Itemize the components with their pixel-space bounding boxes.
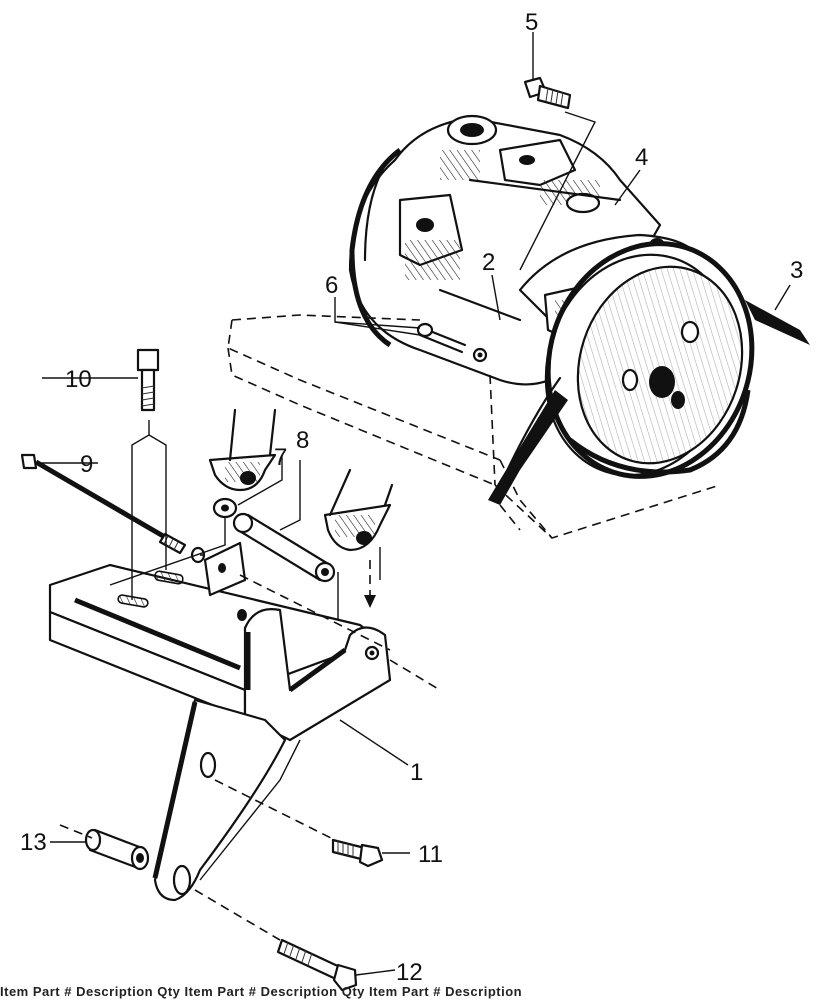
callout-3: 3 <box>790 257 803 284</box>
bolt-11 <box>331 838 384 868</box>
callout-8: 8 <box>296 427 309 454</box>
callout-7: 7 <box>274 444 287 471</box>
leader-lines <box>38 32 791 976</box>
callout-5: 5 <box>525 9 538 36</box>
callout-4: 4 <box>635 144 648 171</box>
callout-2: 2 <box>482 249 495 276</box>
assembly-lines <box>59 111 596 941</box>
spacer-8 <box>232 512 336 583</box>
callout-9: 9 <box>80 451 93 478</box>
callout-11: 11 <box>418 841 443 868</box>
parts-table-header: Item Part # Description Qty Item Part # … <box>0 984 523 999</box>
engine-mount-outline <box>227 314 721 539</box>
callout-13: 13 <box>20 829 47 856</box>
sleeve-13 <box>84 828 150 871</box>
bolt-5 <box>523 76 572 110</box>
nut-7 <box>212 497 238 519</box>
compressor <box>348 114 755 479</box>
callout-10: 10 <box>65 366 92 393</box>
bolt-10 <box>136 348 160 412</box>
callout-1: 1 <box>410 759 423 786</box>
parts-table-header-strip: Item Part # Description Qty Item Part # … <box>0 980 824 1000</box>
callout-12: 12 <box>396 959 423 986</box>
callout-labels: 1 2 3 4 5 6 7 8 9 10 11 12 13 <box>20 9 803 986</box>
tie-rod-9 <box>20 453 206 564</box>
bolt-6 <box>416 322 488 363</box>
bolt-12 <box>276 938 358 992</box>
mount-ears <box>208 408 394 552</box>
callout-6: 6 <box>325 272 338 299</box>
